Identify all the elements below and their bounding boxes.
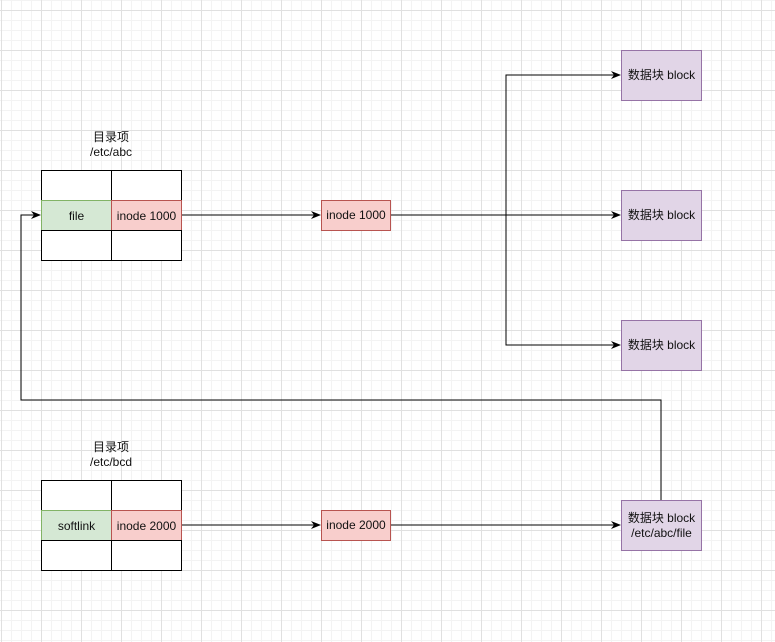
inode-2000-node[interactable]: inode 2000 (321, 510, 391, 541)
dir1-name-text: file (68, 208, 85, 223)
dir2-inode-text: inode 2000 (116, 518, 177, 533)
dir2-inode-cell[interactable]: inode 2000 (111, 510, 182, 541)
dir1-cell-empty[interactable] (41, 170, 112, 201)
inode-1000-label: inode 1000 (326, 208, 386, 222)
edge-inode1000-to-block1 (505, 71, 621, 215)
inode-2000-label: inode 2000 (326, 518, 386, 532)
data-block-2[interactable]: 数据块 block (621, 190, 702, 241)
dir1-title: 目录项 (92, 130, 129, 144)
data-block-3[interactable]: 数据块 block (621, 320, 702, 371)
dir2-cell-empty[interactable] (41, 540, 112, 571)
dir1-path: /etc/abc (89, 145, 133, 159)
dir2-cell-empty[interactable] (111, 540, 182, 571)
dir2-title: 目录项 (92, 440, 129, 454)
dir1-cell-empty[interactable] (111, 170, 182, 201)
dir1-cell-empty[interactable] (111, 230, 182, 261)
inode-1000-node[interactable]: inode 1000 (321, 200, 391, 231)
dir2-path: /etc/bcd (89, 455, 133, 469)
dir1-name-cell[interactable]: file (41, 200, 112, 231)
dir2-cell-empty[interactable] (111, 480, 182, 511)
data-block-1[interactable]: 数据块 block (621, 50, 702, 101)
dir1-inode-cell[interactable]: inode 1000 (111, 200, 182, 231)
dir2-name-text: softlink (57, 518, 96, 533)
data-block-label: 数据块 block (627, 68, 696, 82)
data-block-label: 数据块 block (627, 208, 696, 222)
dir1-cell-empty[interactable] (41, 230, 112, 261)
dir1-inode-text: inode 1000 (116, 208, 177, 223)
edge-inode1000-to-block3 (505, 215, 621, 349)
data-block-label: 数据块 block /etc/abc/file (627, 510, 696, 540)
data-block-label: 数据块 block (627, 338, 696, 352)
dir2-name-cell[interactable]: softlink (41, 510, 112, 541)
dir2-cell-empty[interactable] (41, 480, 112, 511)
data-block-softlink-target[interactable]: 数据块 block /etc/abc/file (621, 500, 702, 551)
